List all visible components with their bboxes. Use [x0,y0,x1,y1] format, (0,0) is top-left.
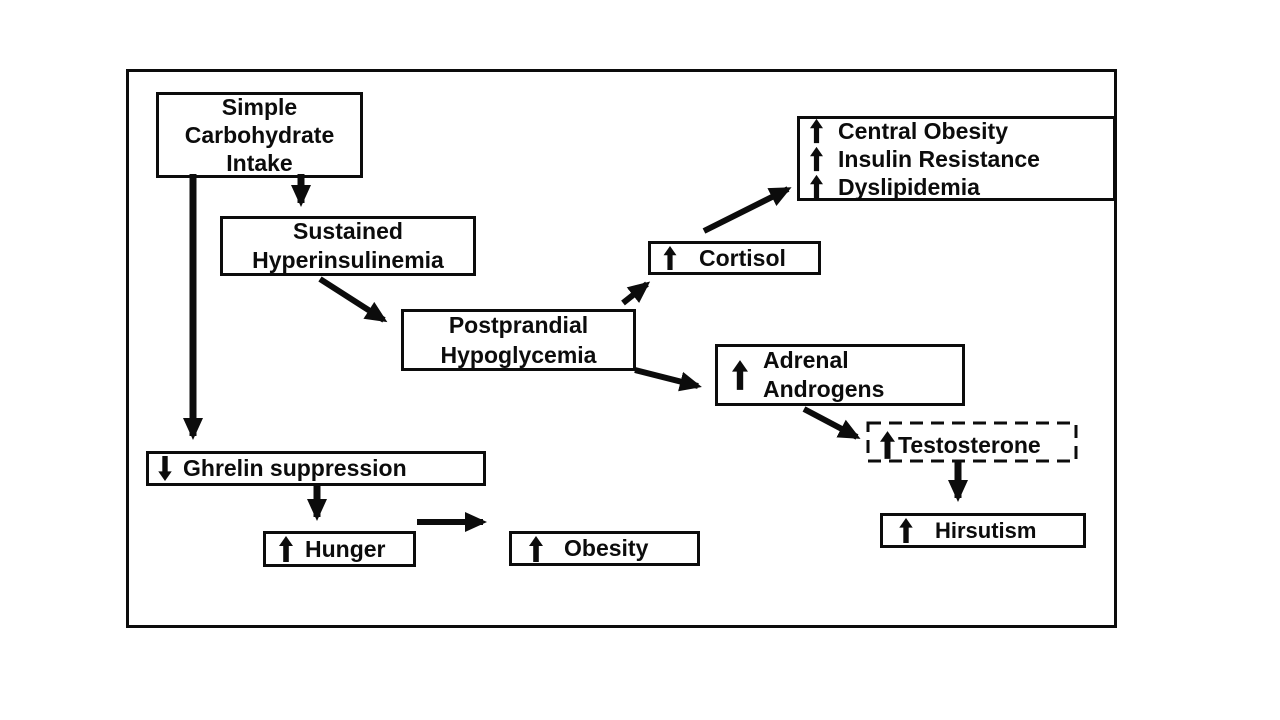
up-arrow-icon [663,246,677,270]
outcome-row: Central Obesity [810,117,1113,145]
node-hunger: Hunger [263,531,416,567]
up-arrow-icon [810,146,823,171]
down-arrow-icon [158,456,172,481]
node-obesity: Obesity [509,531,700,566]
node-label: Obesity [564,535,649,561]
node-cortisol: Cortisol [648,241,821,275]
node-label: Simple Carbohydrate Intake [184,94,335,176]
up-arrow-icon [529,535,543,562]
node-sustained-hyperinsulinemia: Sustained Hyperinsulinemia [220,216,476,276]
node-label: Testosterone [898,431,1041,458]
node-label: Ghrelin suppression [183,455,407,481]
up-arrow-icon [810,118,823,143]
node-postprandial-hypoglycemia: Postprandial Hypoglycemia [401,309,636,371]
node-outcomes: Central Obesity Insulin Resistance Dysli… [797,116,1116,201]
outcome-label: Insulin Resistance [838,145,1040,172]
outcome-label: Dyslipidemia [838,173,980,200]
diagram-frame: Simple Carbohydrate Intake Sustained Hyp… [126,69,1117,628]
node-label: Postprandial Hypoglycemia [440,312,597,368]
node-label: Adrenal Androgens [763,347,885,402]
up-arrow-icon [810,174,823,199]
outcome-row: Dyslipidemia [810,173,1113,201]
outcome-row: Insulin Resistance [810,145,1113,173]
node-label: Cortisol [699,244,786,271]
node-label: Hirsutism [935,517,1037,543]
up-arrow-icon [279,536,293,562]
node-hirsutism: Hirsutism [880,513,1086,548]
node-adrenal-androgens: Adrenal Androgens [715,344,965,406]
up-arrow-icon [732,360,748,390]
node-label: Hunger [305,535,386,562]
node-testosterone: Testosterone [870,425,1080,465]
outcome-label: Central Obesity [838,117,1008,144]
node-simple-carbohydrate-intake: Simple Carbohydrate Intake [156,92,363,178]
up-arrow-icon [899,518,913,543]
up-arrow-icon [880,431,895,459]
node-label: Sustained Hyperinsulinemia [252,218,444,273]
node-ghrelin-suppression: Ghrelin suppression [146,451,486,486]
